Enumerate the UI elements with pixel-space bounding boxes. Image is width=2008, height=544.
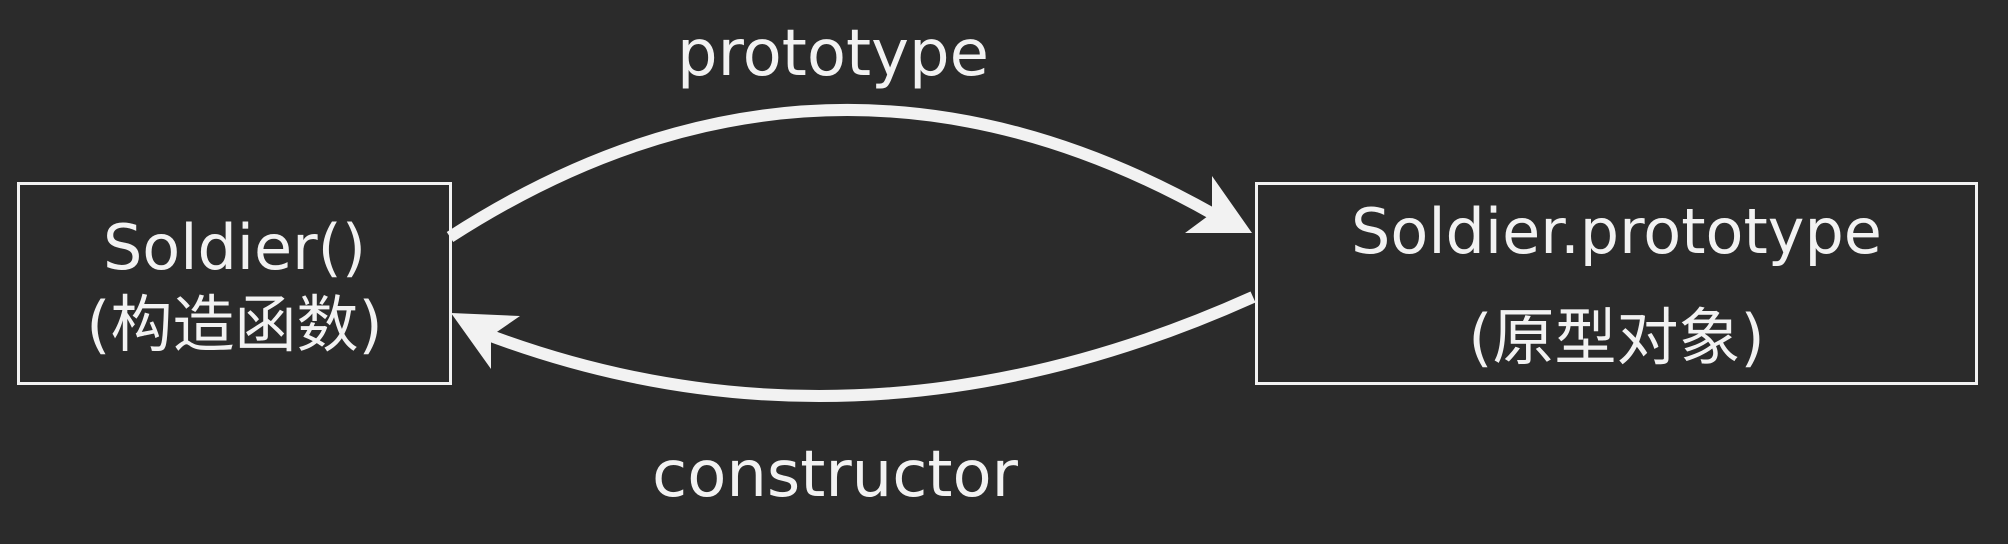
constructor-function-node: Soldier() (构造函数) — [17, 182, 452, 385]
prototype-edge-label: prototype — [677, 17, 989, 91]
constructor-function-name: Soldier() — [102, 211, 367, 284]
prototype-object-caption: (原型对象) — [1468, 301, 1765, 374]
constructor-function-caption: (构造函数) — [86, 288, 383, 361]
prototype-arrowhead — [1185, 176, 1252, 233]
constructor-edge — [480, 291, 1256, 403]
prototype-object-node: Soldier.prototype (原型对象) — [1255, 182, 1978, 385]
prototype-edge — [446, 103, 1216, 243]
constructor-arrowhead — [451, 313, 520, 369]
constructor-edge-label: constructor — [652, 438, 1018, 512]
prototype-object-name: Soldier.prototype — [1351, 195, 1882, 268]
